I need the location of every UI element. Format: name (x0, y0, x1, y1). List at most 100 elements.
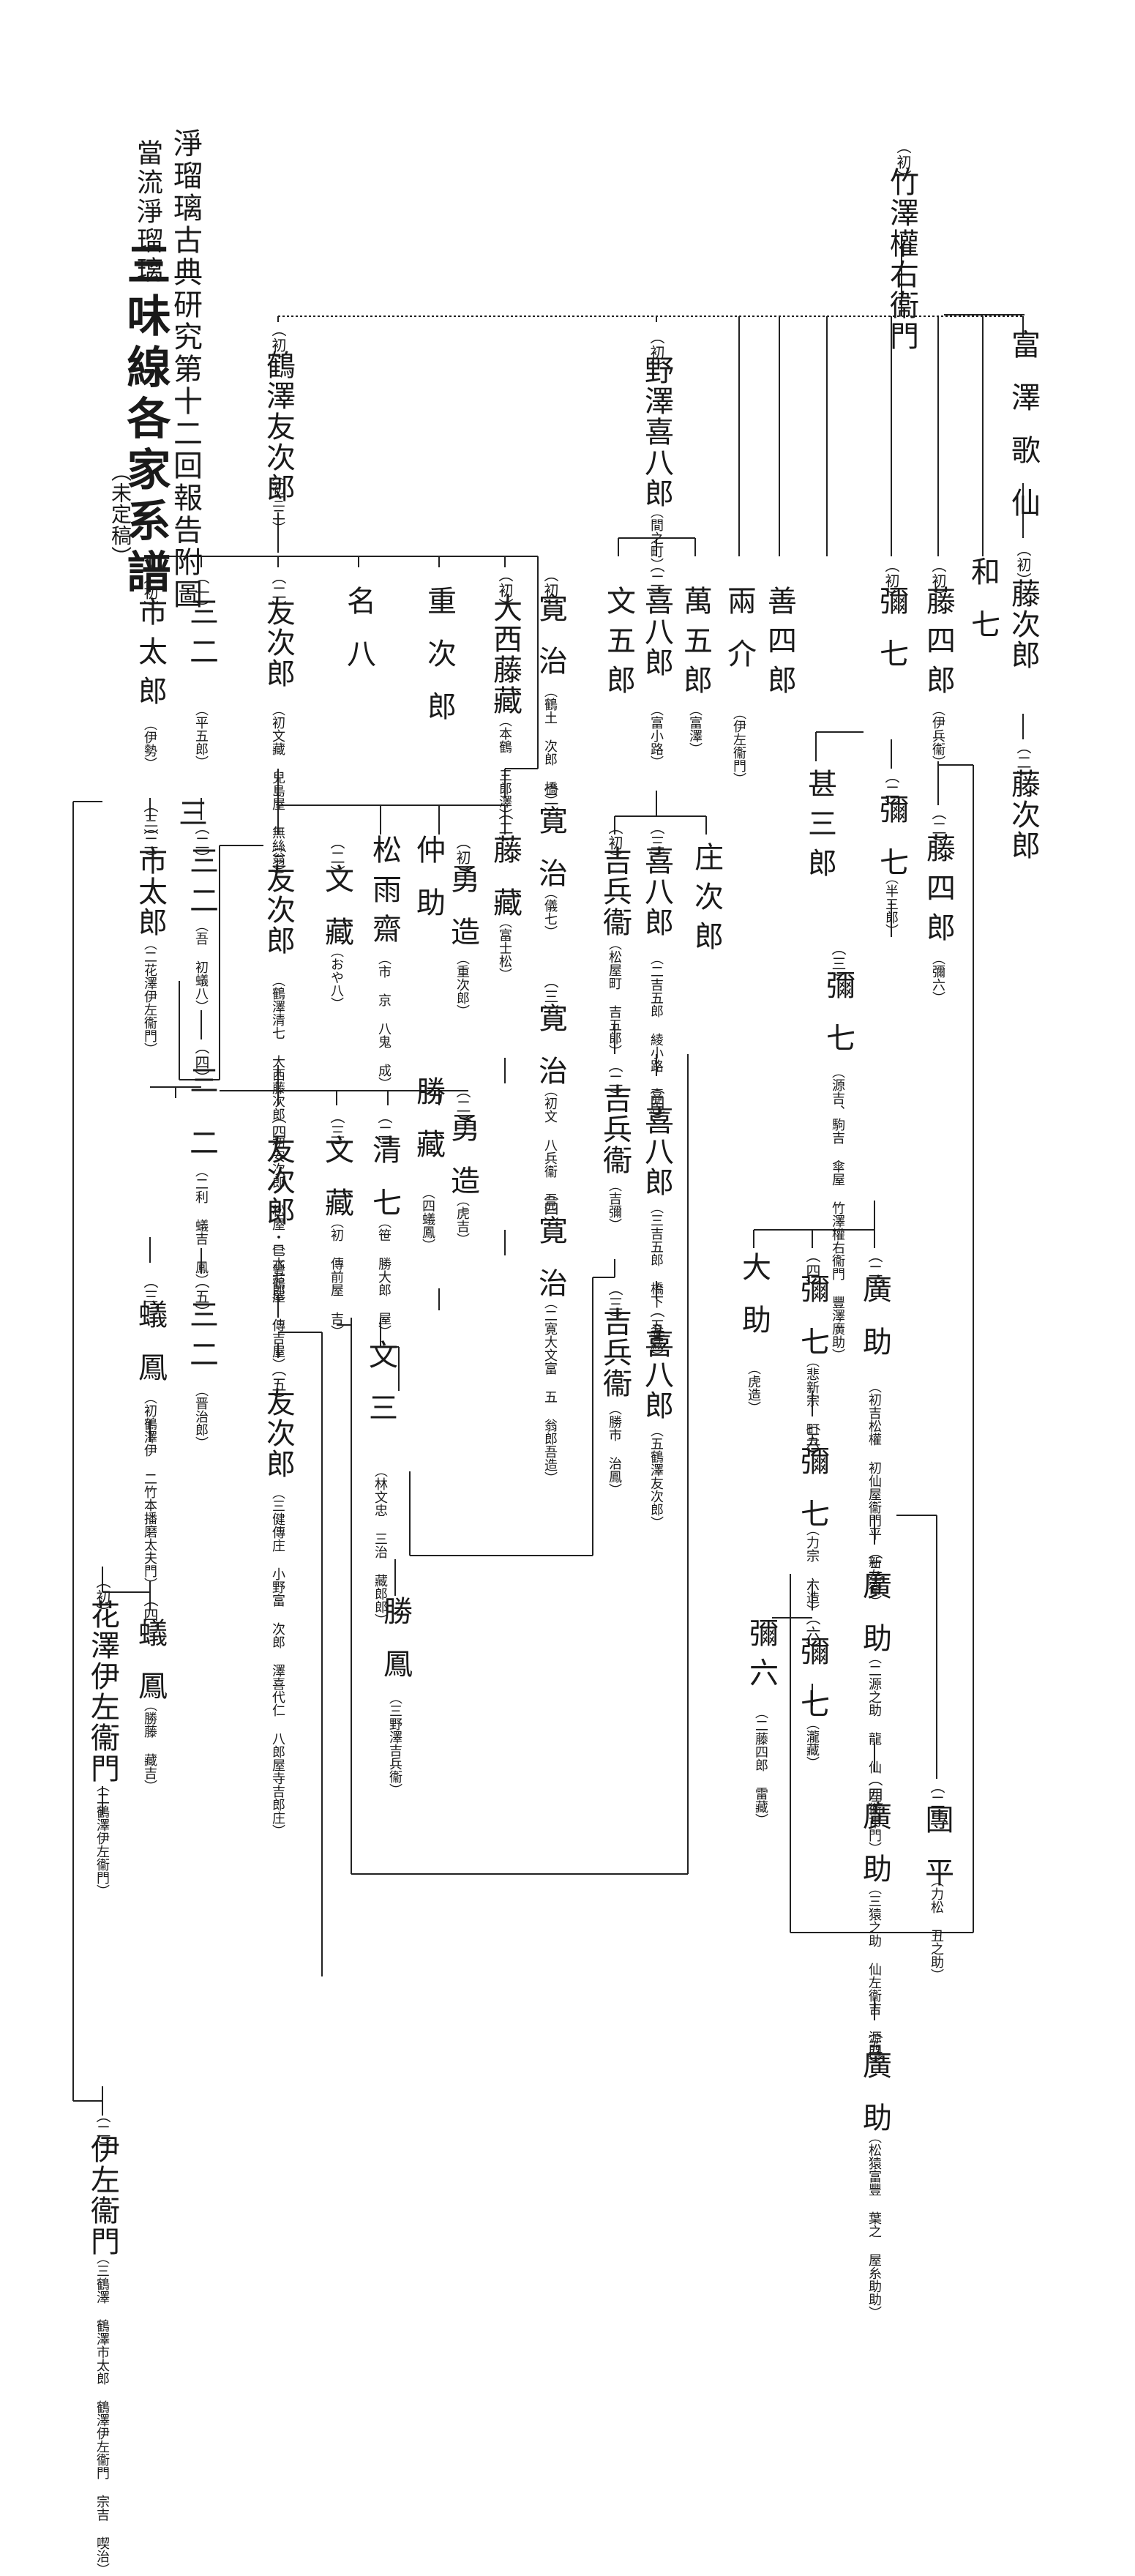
header-line1: 淨瑠璃古典研究第十二回報告附圖 (168, 128, 202, 611)
en: 團平 (920, 1804, 954, 1910)
tsuru-tomo2: 友次郎 (261, 597, 295, 689)
toshiro-g2-mark: （二） (929, 805, 947, 851)
isa-note: （三鶴澤 鶴澤市太郎 鶴澤伊左衞門 宗吉 喫治） (94, 2251, 110, 2576)
h3-note: （二源之助 龍 仙 左衞市門） (866, 1651, 882, 1855)
nozawa-g4-note: （三吉五郎 橋下 金藏） (648, 1201, 664, 1363)
nozawa-g5-note: （五鶴澤友次郎） (648, 1424, 664, 1529)
tsuru-bunzo-note: （おや八） (329, 944, 344, 1010)
hana1-mark: （初） (94, 1574, 111, 1620)
tsuru-na: 名八 (342, 586, 375, 691)
yashichi-g1: 彌七 (874, 586, 908, 691)
daisuke: 大助 (737, 1252, 771, 1357)
tsuru-tomo5-note: （三健傳庄 小野富 次郎 澤喜代仁 八郎屋寺吉郎庄） (270, 1486, 285, 1837)
gi2: 蟻鳳 (133, 1299, 167, 1405)
tsuru-tomo5: 友次郎 (261, 1387, 295, 1479)
tomizawa-g1-mark: （初） (1014, 542, 1032, 588)
tsuru-kanji2-mark: （二） (542, 776, 559, 822)
san2-mark: （二） (192, 820, 210, 866)
tsuru-tomo2-mark: （二） (269, 570, 287, 616)
nozawa-manshiro: 萬五郎 (678, 586, 712, 704)
nozawa-kichi1-note: （松屋町 吉五郎） (607, 937, 622, 1058)
h3: 廣助 (858, 1570, 891, 1676)
ya4-note: （悲新宗 町六） (804, 1354, 820, 1462)
tsuru-kanji2-note: （儀七） (542, 886, 558, 938)
tsuru-g1-mark: （初） (269, 322, 287, 368)
nozawa-g3: 喜八郎 (640, 845, 673, 938)
nozawa-g4-mark: （四） (648, 1080, 665, 1126)
tsuru-kanji4-note: （二寛大文富 五 翁郎吾造） (542, 1296, 558, 1485)
tsuru-bunzo-mark: （二） (328, 835, 345, 881)
nozawa-g5: 喜八郎 (640, 1329, 673, 1421)
ichitaro1-note: （伊勢） (142, 717, 157, 770)
tsuru-tomo3-mark: （三） (269, 838, 287, 884)
nozawa-g1-mark: （初） (648, 329, 665, 376)
tsuru-jujiro: 重次郎 (422, 586, 456, 744)
tsuru-katsuzo: 勝藏 (411, 1076, 445, 1181)
gi1-note: （二利 蟻吉 鳳） (193, 1164, 209, 1287)
header-line2b: 淨瑠璃 (132, 198, 162, 285)
yashichi-g3-note: （源吉、駒吉 傘屋 竹澤權右衞門 豐澤廣助） (830, 1065, 845, 1362)
nozawa-kichi2-mark: （二） (606, 1058, 623, 1104)
tsuru-kanji-mark: （初） (542, 567, 559, 613)
h4-mark: （四） (866, 1772, 883, 1818)
yaroku-note: （二藤四郎 雷藏） (753, 1706, 768, 1826)
tsuru-onishi: 大西藤藏 (488, 593, 522, 716)
ichitaro2: 市太郎 (133, 845, 167, 938)
yaroku: 彌六 (744, 1618, 778, 1697)
nozawa-g4: 喜八郎 (640, 1105, 673, 1198)
nozawa-g3-note: （二吉五郎 綾小路 喜吉） (648, 952, 664, 1127)
tsuru-yuzo2-mark: （二） (454, 1083, 471, 1130)
tsuru-tomo4: 友次郎 (261, 1135, 295, 1227)
toshiro-g1-mark: （初） (929, 558, 947, 604)
nozawa-kichi1-mark: （初） (606, 820, 623, 866)
h4: 廣助 (858, 1801, 891, 1906)
tsuru-katsushige: 勝鳳 (378, 1596, 412, 1701)
tsuru-yuzo-note: （重次郎） (454, 952, 470, 1018)
toshiro-g1: 藤四郎 (921, 586, 955, 704)
nozawa-g2-note: （富小路） (648, 703, 664, 769)
ya5: 彌七 (795, 1446, 829, 1551)
ya6-mark: （六） (804, 1610, 821, 1657)
tsuru-tomo2-note: （初文藏 兒島屋 無絲翁） (270, 703, 285, 878)
san5-note: （晋治郎） (193, 1384, 209, 1449)
san1-note: （平五郎） (193, 703, 209, 769)
tsuru-tomo5-mark: （五） (269, 1362, 287, 1408)
san2-note: （吾 初蟻八） (193, 919, 209, 1013)
nozawa-kichi3-mark: （三） (606, 1281, 623, 1327)
tsuru-katsuzo-note: （四蟻鳳） (420, 1186, 435, 1252)
waichi-name: 和七 (966, 556, 1000, 662)
gi3: 蟻鳳 (133, 1618, 167, 1723)
tsuru-kanji: 寛治 (533, 593, 567, 698)
tsuru-kanji4-mark: （四） (542, 1186, 559, 1232)
tsuru-tomo4-mark: （四） (269, 1109, 287, 1155)
nozawa-kichi2-note: （吉彌） (607, 1179, 622, 1231)
nozawa-kichi3: 吉兵衞 (598, 1307, 632, 1399)
isa: 伊左衞門 (86, 2134, 119, 2257)
tsuru-bunzo: 文藏 (320, 864, 353, 969)
ichitaro1-mark: （初） (141, 570, 159, 616)
ryosuke-name: 兩介 (722, 586, 756, 691)
ryosuke-note: （伊左衞門） (731, 706, 746, 785)
tsuru-kanji3: 寛治 (533, 1003, 567, 1108)
header-line2a: 當流 (132, 139, 162, 198)
tsuru-bunzo3-note: （初 傳前屋 吉） (329, 1215, 344, 1338)
nozawa-kichi2: 吉兵衞 (598, 1083, 632, 1176)
zenshiro-name: 善四郎 (763, 586, 796, 704)
san1-mark: （一） (192, 570, 210, 616)
nozawa-kichi1: 吉兵衞 (598, 845, 632, 938)
san2: 三二 (184, 845, 218, 925)
root-mark: （初） (894, 139, 912, 185)
yashichi-g2-note: （半三郎） (883, 871, 899, 937)
h4-note: （三猿之助 仙左衞吉 源門） (866, 1881, 882, 2070)
nozawa-bungoro: 文五郎 (602, 586, 635, 704)
tsuru-tomo3: 友次郎 (261, 864, 295, 956)
tsuru-yuzo2-note: （虎吉） (454, 1193, 470, 1246)
tomizawa-g2-mark: （二） (1014, 739, 1032, 785)
h5-note: （松猿富豐 葉之 屋糸助助） (866, 2130, 882, 2319)
ichitaro2-mark: （二） (141, 820, 159, 866)
ya6-note: （瀧藏） (804, 1717, 820, 1769)
tsuru-nakasuke: 仲助 (411, 835, 445, 940)
en-mark: （二） (928, 1779, 945, 1825)
hana1-note: （二鶴澤伊左衞門） (94, 1779, 110, 1897)
ya5-note: （力宗 六造） (804, 1523, 820, 1617)
